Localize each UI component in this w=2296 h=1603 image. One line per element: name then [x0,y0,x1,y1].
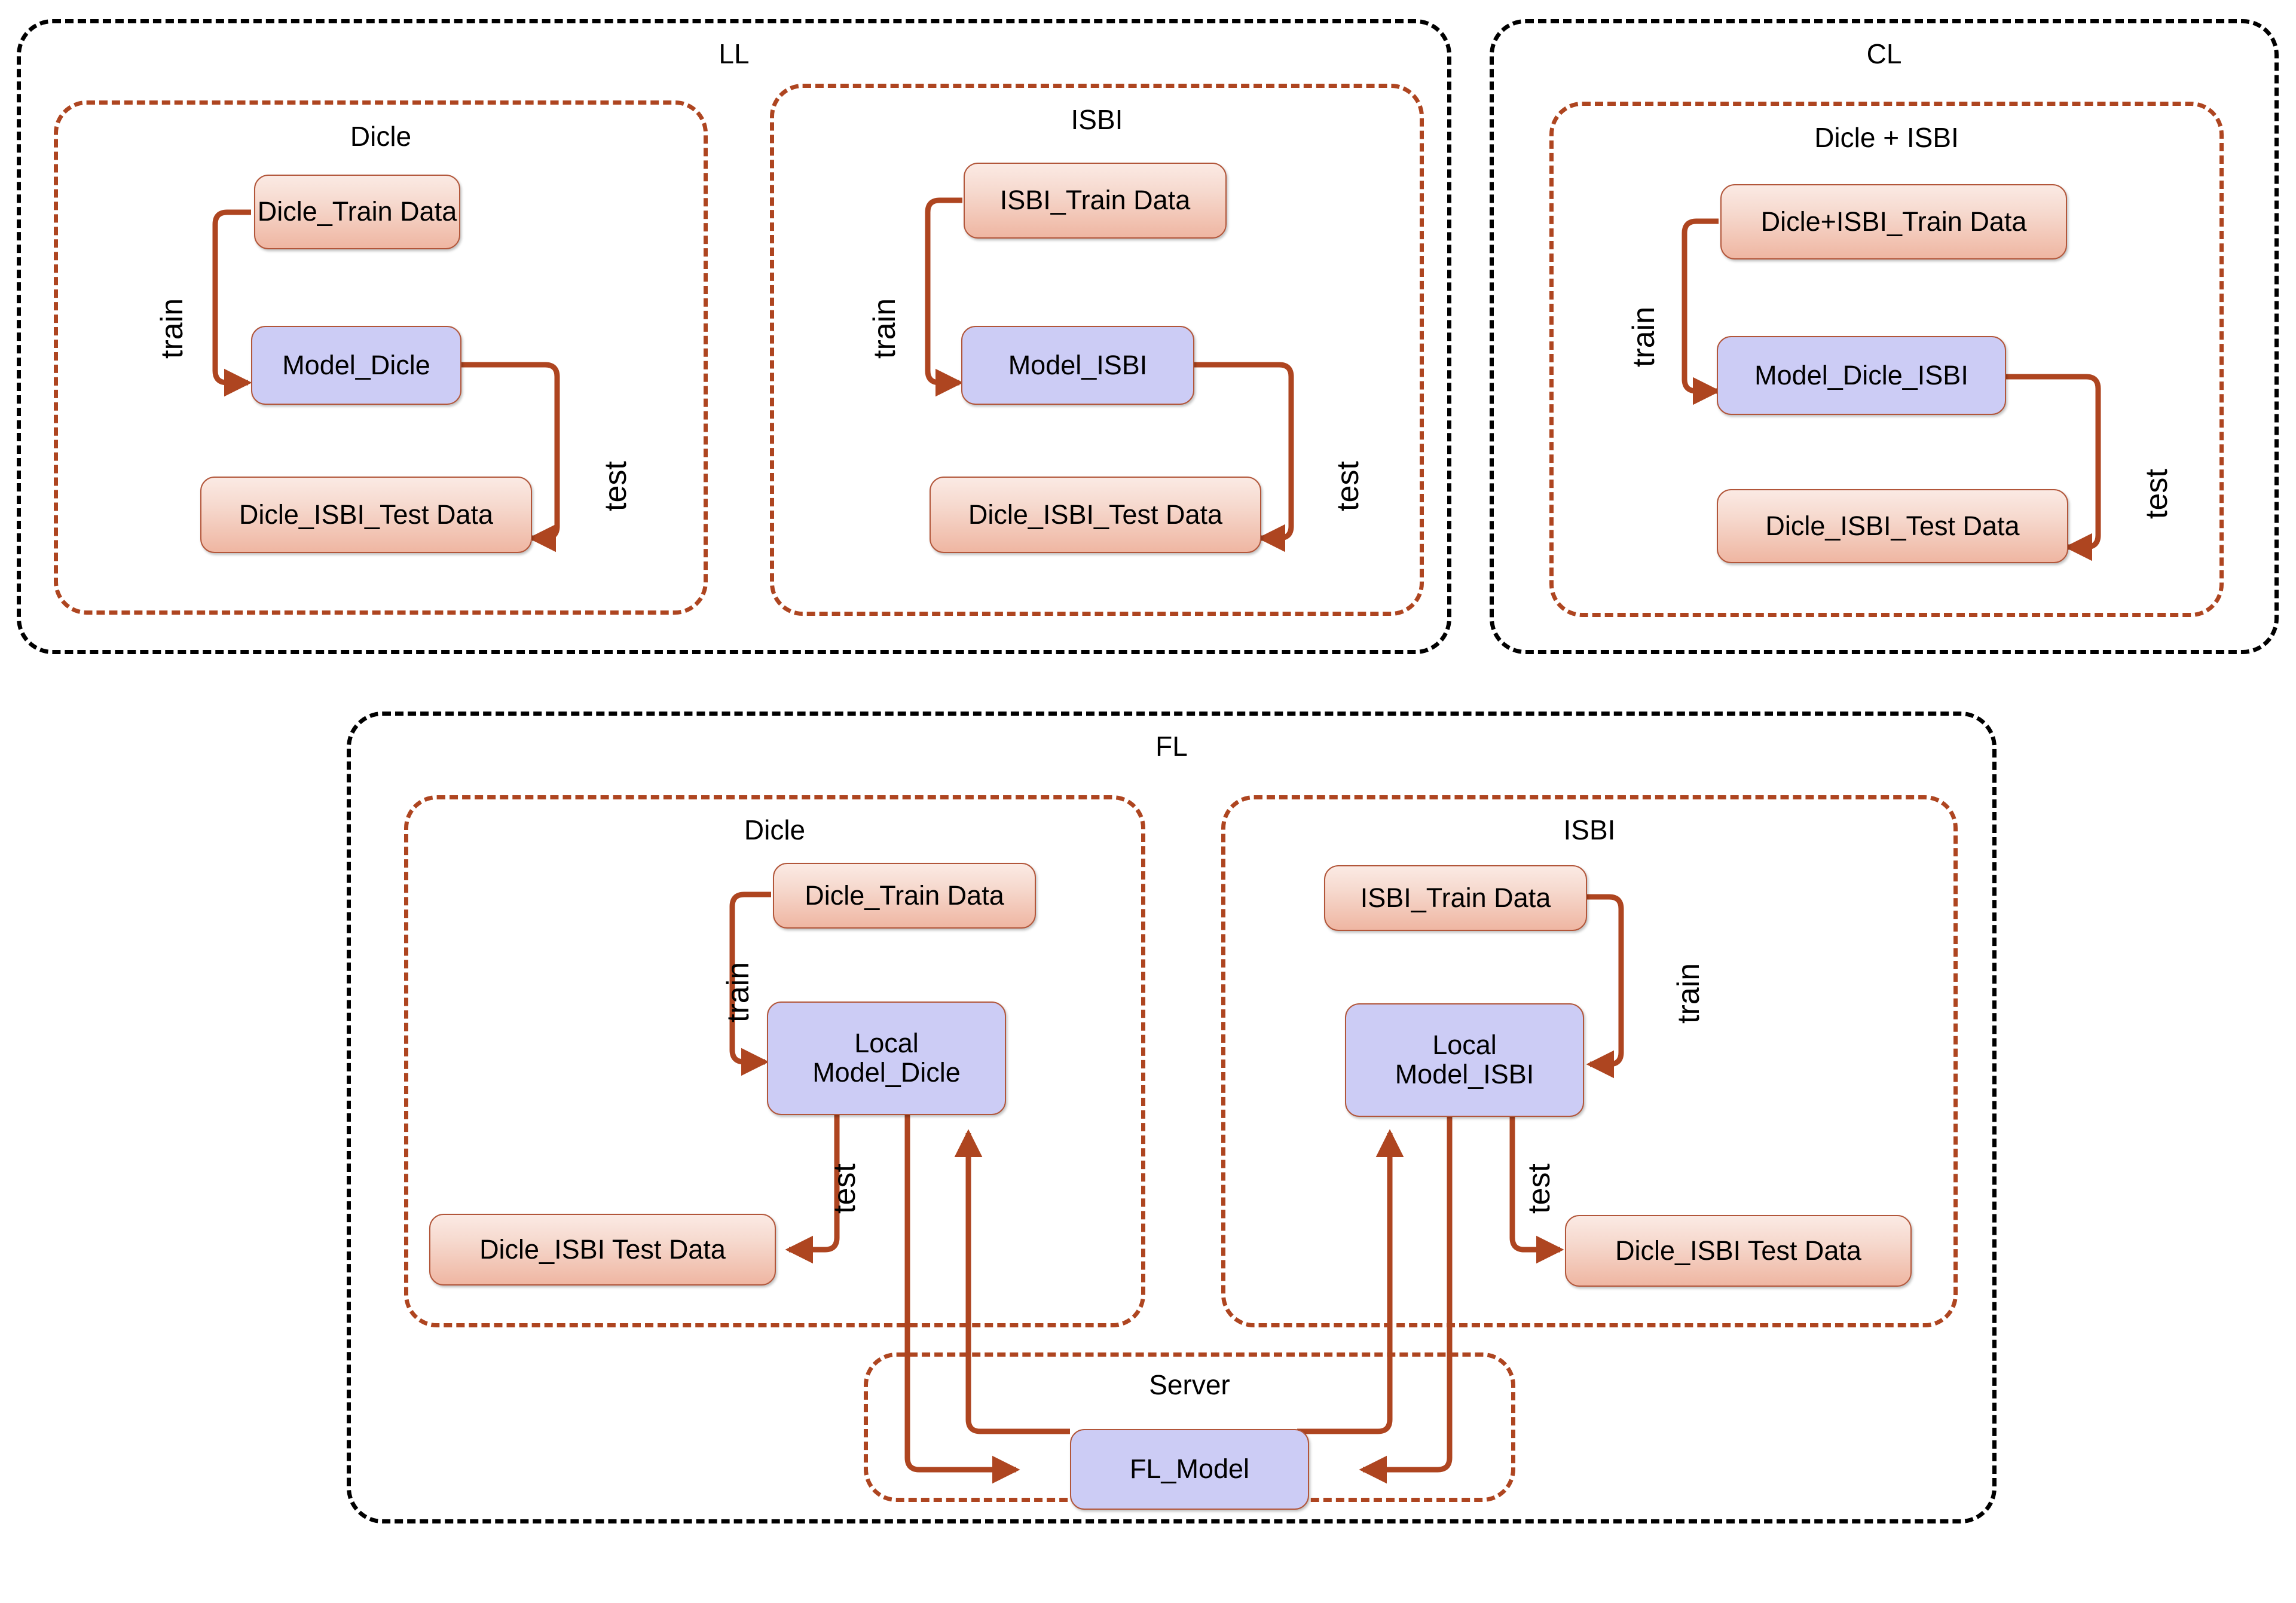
arrow-fl-isbi-test [1509,1113,1564,1264]
subpanel-fl-dicle: Dicle [404,795,1145,1327]
node-cl-model[interactable]: Model_Dicle_ISBI [1717,336,2006,415]
panel-fl-title: FL [1155,731,1188,762]
edge-label-fl-isbi-train: train [1671,963,1706,1024]
subpanel-ll-dicle-title: Dicle [350,121,412,152]
subpanel-cl-dicle-isbi-title: Dicle + ISBI [1814,122,1959,153]
arrow-fl-isbi-upload [1359,1113,1453,1484]
edge-label-ll-dicle-test: test [598,461,633,511]
node-ll-dicle-test-data[interactable]: Dicle_ISBI_Test Data [200,477,532,553]
panel-cl: CL [1490,19,2279,654]
subpanel-fl-dicle-title: Dicle [744,814,806,845]
node-ll-isbi-train-data[interactable]: ISBI_Train Data [964,163,1227,239]
subpanel-fl-server-title: Server [1149,1369,1230,1400]
node-ll-isbi-model[interactable]: Model_ISBI [961,326,1194,405]
subpanel-ll-isbi: ISBI [770,84,1424,616]
arrow-ll-isbi-test [1193,362,1294,552]
node-cl-test-data[interactable]: Dicle_ISBI_Test Data [1717,489,2068,563]
edge-label-ll-isbi-train: train [867,298,902,359]
arrow-cl-test [2006,374,2101,561]
arrow-cl-train [1682,218,1721,405]
arrow-fl-isbi-download [1375,1129,1404,1434]
node-ll-dicle-model[interactable]: Model_Dicle [251,326,461,405]
subpanel-ll-dicle: Dicle [54,100,708,615]
edge-label-fl-isbi-test: test [1522,1164,1557,1214]
node-fl-global-model[interactable]: FL_Model [1070,1429,1309,1510]
subpanel-fl-isbi-title: ISBI [1563,814,1616,845]
edge-label-cl-test: test [2139,469,2174,519]
panel-ll: LL [17,19,1451,654]
node-ll-dicle-train-data[interactable]: Dicle_Train Data [254,175,460,249]
subpanel-fl-isbi: ISBI [1221,795,1958,1327]
arrow-fl-dicle-download [954,1129,983,1434]
arrow-ll-dicle-test [461,362,560,552]
edge-label-cl-train: train [1627,306,1661,367]
subpanel-ll-isbi-title: ISBI [1071,104,1123,135]
node-fl-dicle-model[interactable]: Local Model_Dicle [767,1002,1006,1115]
node-cl-train-data[interactable]: Dicle+ISBI_Train Data [1720,184,2067,259]
node-fl-dicle-train-data[interactable]: Dicle_Train Data [773,863,1036,929]
arrow-fl-dicle-train [729,891,771,1076]
edge-label-fl-dicle-test: test [827,1164,862,1214]
arrow-fl-isbi-train [1586,894,1624,1079]
arrow-fl-dicle-upload [904,1113,1020,1484]
edge-label-ll-isbi-test: test [1331,461,1365,511]
edge-label-ll-dicle-train: train [155,298,189,359]
panel-ll-title: LL [719,38,750,69]
node-fl-dicle-test-data[interactable]: Dicle_ISBI Test Data [429,1214,776,1286]
node-fl-isbi-test-data[interactable]: Dicle_ISBI Test Data [1565,1215,1912,1287]
node-fl-isbi-model[interactable]: Local Model_ISBI [1345,1003,1584,1117]
arrow-ll-dicle-train [212,209,252,397]
arrow-ll-isbi-train [925,197,964,397]
subpanel-cl-dicle-isbi: Dicle + ISBI [1549,102,2224,617]
panel-fl: FL [347,712,1997,1523]
panel-cl-title: CL [1866,38,1902,69]
arrow-fl-dicle-test [785,1113,840,1264]
node-fl-isbi-train-data[interactable]: ISBI_Train Data [1324,865,1587,931]
edge-label-fl-dicle-train: train [721,961,756,1022]
node-ll-isbi-test-data[interactable]: Dicle_ISBI_Test Data [930,477,1261,553]
